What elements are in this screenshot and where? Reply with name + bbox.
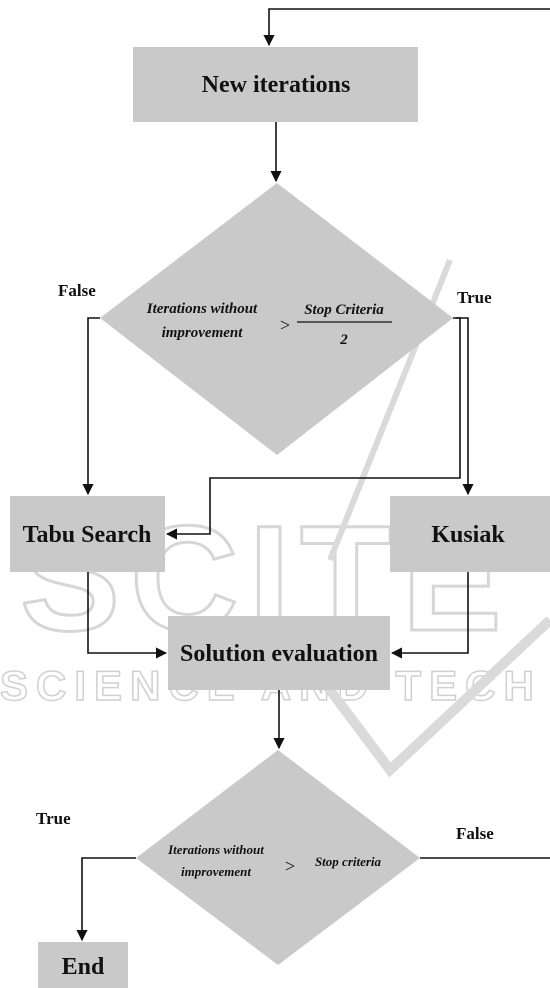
decision-2-true-label: True	[36, 809, 71, 828]
node-end: End	[38, 942, 128, 988]
decision-1-denominator: 2	[339, 332, 348, 348]
decision-1-false-label: False	[58, 281, 96, 300]
decision-1-numerator: Stop Criteria	[304, 302, 384, 318]
decision-1-lhs-line2: improvement	[162, 325, 244, 341]
edge-tabu-to-evaluation	[87, 572, 168, 659]
tabu-search-label: Tabu Search	[23, 522, 152, 548]
tabu-search-box	[10, 496, 165, 572]
decision-2-lhs-line1: Iterations without	[167, 842, 264, 857]
solution-evaluation-box	[168, 616, 390, 690]
end-label: End	[62, 954, 105, 980]
kusiak-label: Kusiak	[431, 522, 505, 548]
new-iterations-label: New iterations	[202, 72, 351, 98]
new-iterations-box	[133, 47, 418, 122]
decision-2-false-label: False	[456, 824, 494, 843]
node-kusiak: Kusiak	[390, 496, 550, 572]
end-box	[38, 942, 128, 988]
kusiak-box	[390, 496, 550, 572]
node-tabu-search: Tabu Search	[10, 496, 165, 572]
decision-1-lhs-line1: Iterations without	[146, 301, 258, 317]
decision-1: Iterations without improvement > Stop Cr…	[100, 183, 453, 455]
edge-decision-1-true-to-tabu	[165, 317, 461, 540]
decision-1-operator: >	[279, 315, 291, 335]
decision-2-operator: >	[284, 856, 296, 876]
edge-loop-to-new-iterations	[263, 8, 550, 47]
decision-2-diamond	[136, 750, 420, 965]
decision-2-rhs: Stop criteria	[315, 854, 382, 869]
decision-1-diamond	[100, 183, 453, 455]
node-solution-evaluation: Solution evaluation	[168, 616, 390, 690]
node-new-iterations: New iterations	[133, 47, 418, 122]
edge-decision-1-false-to-tabu	[82, 317, 100, 496]
edge-kusiak-to-evaluation	[390, 572, 469, 659]
decision-2-lhs-line2: improvement	[181, 864, 251, 879]
edge-decision-2-true-to-end	[76, 857, 136, 942]
edges	[76, 8, 550, 942]
solution-evaluation-label: Solution evaluation	[180, 641, 378, 667]
decision-1-true-label: True	[457, 288, 492, 307]
decision-2: Iterations without improvement > Stop cr…	[136, 750, 420, 965]
